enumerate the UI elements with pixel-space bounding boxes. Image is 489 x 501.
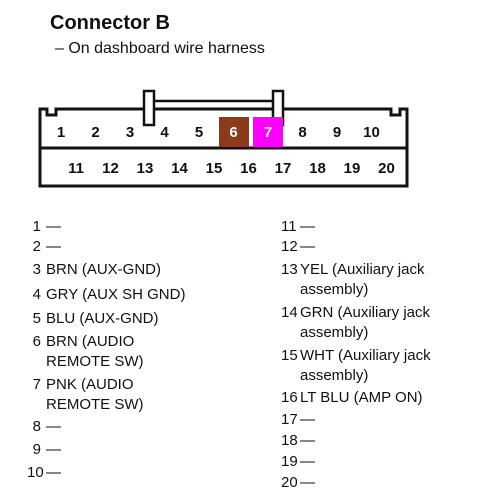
pin-description: — [46,418,61,435]
pin-legend-item: 7 PNK (AUDIO REMOTE SW) [27,375,144,415]
pin-number: 15 [281,347,298,364]
connector-pin-20: 20 [378,159,395,177]
connector-pin-18: 18 [309,159,326,177]
pin-description: BRN (AUX-GND) [46,261,161,278]
pin-description: — [300,218,315,235]
pin-number: 20 [281,474,298,491]
pin-legend-item: 4 GRY (AUX SH GND) [27,285,186,305]
pin-legend-item: 2— [27,237,61,257]
pin-description: GRY (AUX SH GND) [46,286,186,303]
pin-number: 17 [281,411,298,428]
connector-pin-3: 3 [125,123,135,141]
pin-legend-item: 1— [27,217,61,237]
diagram-subtitle: – On dashboard wire harness [55,40,265,57]
pin-description: — [300,238,315,255]
pin-description: — [300,453,315,470]
pin-legend-item: 8— [27,417,61,437]
connector-pin-6: 6 [218,117,249,147]
pin-legend-item: 20— [281,473,315,493]
connector-pin-15: 15 [205,159,223,177]
pin-legend-item: 19— [281,452,315,472]
pin-number: 14 [281,304,298,321]
pin-number: 2 [32,238,41,255]
pin-description: — [300,474,315,491]
connector-pin-5: 5 [194,123,204,141]
pin-number: 1 [32,218,41,235]
pin-description: LT BLU (AMP ON) [300,389,423,406]
pin-legend-item: 3 BRN (AUX-GND) [27,260,161,280]
pin-legend-item: 17— [281,410,315,430]
pin-number: 19 [281,453,298,470]
connector-pin-2: 2 [91,123,100,141]
pin-description: — [300,411,315,428]
connector-pin-16: 16 [240,159,257,177]
pin-number: 16 [281,389,298,406]
pin-number: 4 [32,286,41,303]
connector-pin-13: 13 [136,159,154,177]
pin-legend-item: 18— [281,431,315,451]
pin-description: PNK (AUDIO REMOTE SW) [46,376,144,413]
diagram-title: Connector B [50,12,170,34]
pin-legend-item: 9— [27,440,61,460]
pin-legend-item: 6 BRN (AUDIO REMOTE SW) [27,332,144,372]
connector-pin-10: 10 [363,123,380,141]
pin-description: BRN (AUDIO REMOTE SW) [46,333,144,370]
connector-pin-14: 14 [171,159,188,177]
pin-number: 5 [32,310,41,327]
pin-description: GRN (Auxiliary jack assembly) [300,304,431,341]
pin-description: YEL (Auxiliary jack assembly) [300,261,425,298]
pin-legend-item: 12— [281,237,315,257]
pin-number: 18 [281,432,298,449]
pin-number: 13 [281,261,298,278]
pin-description: — [300,432,315,449]
connector-pin-11: 11 [68,159,84,177]
pin-legend-item: 11— [281,217,315,237]
connector-pin-1: 1 [56,123,66,141]
pin-description: — [46,238,61,255]
pin-legend-item: 5 BLU (AUX-GND) [27,309,159,329]
pin-legend-item: 10— [27,463,61,483]
connector-pin-19: 19 [343,159,361,177]
pin-description: BLU (AUX-GND) [46,310,159,327]
pin-description: — [46,441,61,458]
connector-pin-8: 8 [298,123,307,141]
pin-number: 11 [281,218,297,235]
pin-number: 10 [27,464,44,481]
pin-number: 12 [281,238,298,255]
connector-pin-4: 4 [160,123,169,141]
pin-number: 8 [32,418,41,435]
connector-pin-12: 12 [102,159,119,177]
connector-pin-9: 9 [332,123,342,141]
pin-number: 7 [32,376,41,393]
pin-description: WHT (Auxiliary jack assembly) [300,347,431,384]
connector-pin-7: 7 [253,117,283,147]
pin-number: 6 [32,333,41,350]
pin-number: 3 [32,261,41,278]
pin-description: — [46,218,61,235]
pin-description: — [46,464,61,481]
connector-pin-17: 17 [274,159,292,177]
connector-outline [38,89,409,188]
pin-number: 9 [32,441,41,458]
